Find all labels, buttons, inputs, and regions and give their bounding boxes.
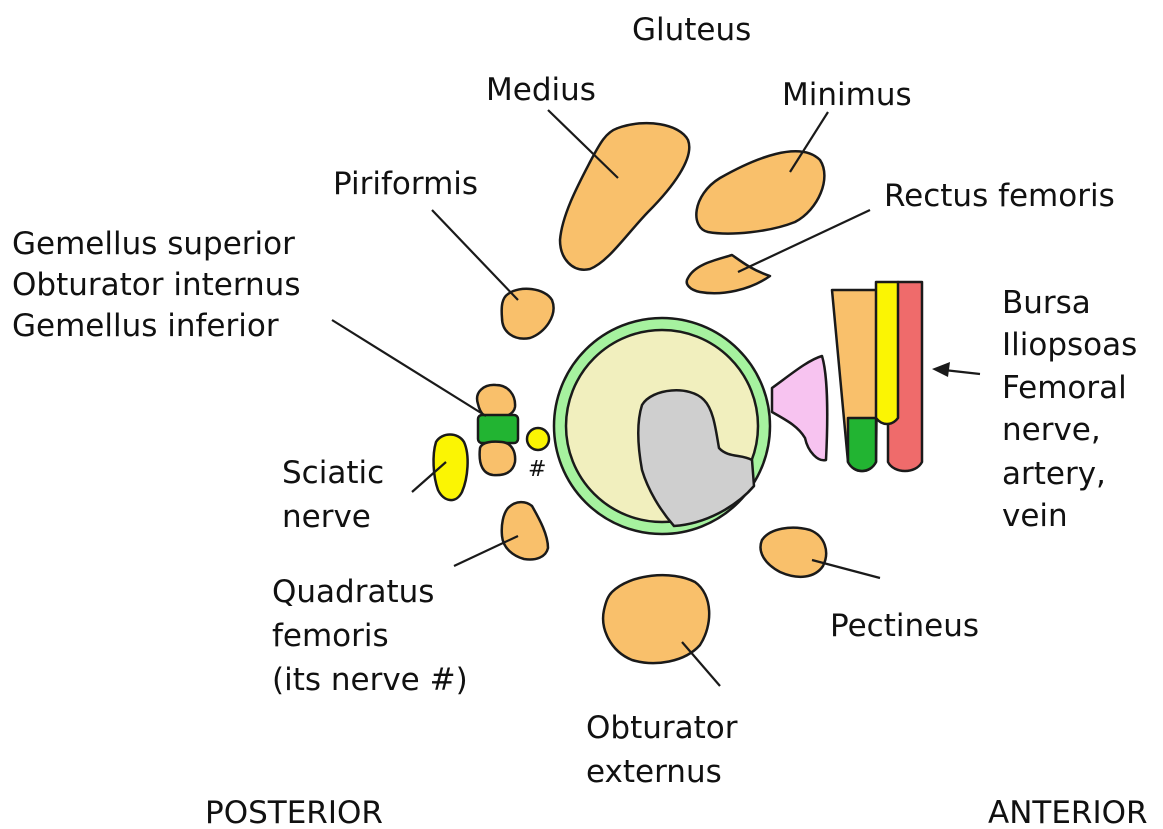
pectineus-shape <box>761 528 827 577</box>
label-minimus: Minimus <box>782 77 912 113</box>
label-posterior: POSTERIOR <box>205 795 383 829</box>
label-gluteus: Gluteus <box>632 12 751 48</box>
gemellus-leader <box>332 320 486 416</box>
gluteus-medius-shape <box>560 123 689 270</box>
bursa-arrow-line <box>944 370 980 374</box>
obturator-externus-shape <box>603 575 709 663</box>
nerve-to-quadratus-femoris-shape <box>527 428 549 450</box>
bursa-arrow-head <box>932 362 950 377</box>
label-externus: externus <box>586 754 722 790</box>
label-artery: artery, <box>1002 456 1106 492</box>
label-femoral: Femoral <box>1002 370 1127 406</box>
label-hash: # <box>528 457 546 482</box>
obturator-internus-shape <box>478 415 518 443</box>
iliopsoas-bursa-shape <box>772 356 827 460</box>
label-pectineus: Pectineus <box>830 608 979 644</box>
piriformis-shape <box>502 289 554 339</box>
label-obturator-internus: Obturator internus <box>12 267 300 303</box>
label-piriformis: Piriformis <box>333 166 478 202</box>
gemellus-inferior-shape <box>480 442 516 475</box>
label-femoris: femoris <box>272 618 389 654</box>
label-obturator: Obturator <box>586 710 738 746</box>
label-anterior: ANTERIOR <box>988 795 1148 829</box>
rectus-femoris-shape <box>687 255 770 293</box>
label-medius: Medius <box>486 72 596 108</box>
label-sciatic: Sciatic <box>282 455 384 491</box>
label-nerve-comma: nerve, <box>1002 412 1101 448</box>
label-gemellus-superior: Gemellus superior <box>12 226 295 262</box>
label-nerve: nerve <box>282 499 371 535</box>
femoral-nerve-tube-shape <box>876 282 898 424</box>
label-vein: vein <box>1002 498 1068 534</box>
femoral-nerve-green-shape <box>848 418 876 471</box>
label-iliopsoas: Iliopsoas <box>1002 327 1137 363</box>
quadratus-femoris-shape <box>502 502 548 559</box>
label-its-nerve: (its nerve #) <box>272 662 468 698</box>
label-quadratus: Quadratus <box>272 574 434 610</box>
label-bursa: Bursa <box>1002 285 1091 321</box>
obturator-externus-leader <box>682 642 720 686</box>
label-gemellus-inferior: Gemellus inferior <box>12 308 279 344</box>
label-rectus-femoris: Rectus femoris <box>884 178 1115 214</box>
piriformis-leader <box>432 210 518 300</box>
gluteus-minimus-shape <box>696 151 824 233</box>
